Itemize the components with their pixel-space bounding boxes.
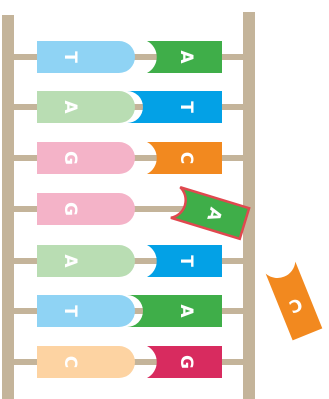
right-base-5: T bbox=[147, 245, 222, 277]
left-base-shape bbox=[37, 295, 135, 327]
left-base-shape bbox=[37, 142, 135, 174]
left-base-5: A bbox=[37, 245, 135, 277]
left-base-shape bbox=[37, 245, 135, 277]
right-base-letter: G bbox=[176, 355, 196, 369]
left-base-1: T bbox=[37, 41, 135, 73]
loose-base-2: C bbox=[266, 262, 323, 341]
left-base-3: G bbox=[37, 142, 135, 174]
left-base-letter: A bbox=[60, 254, 80, 268]
left-base-shape bbox=[37, 91, 135, 123]
left-base-letter: T bbox=[60, 305, 80, 317]
left-base-letter: G bbox=[60, 202, 80, 216]
right-rail bbox=[243, 12, 255, 399]
right-base-letter: C bbox=[176, 152, 196, 164]
right-base-7: G bbox=[147, 346, 222, 378]
left-base-shape bbox=[37, 41, 135, 73]
right-base-letter: A bbox=[176, 304, 196, 318]
right-base-3: C bbox=[147, 142, 222, 174]
right-base-letter: A bbox=[176, 50, 196, 64]
left-base-6: T bbox=[37, 295, 135, 327]
left-base-shape bbox=[37, 193, 135, 225]
loose-base-1: A bbox=[171, 187, 249, 239]
right-base-1: A bbox=[147, 41, 222, 73]
left-base-shape bbox=[37, 346, 135, 378]
left-base-letter: A bbox=[60, 100, 80, 114]
left-base-letter: T bbox=[60, 51, 80, 63]
right-base-letter: T bbox=[176, 255, 196, 267]
left-rail bbox=[2, 15, 14, 399]
left-base-2: A bbox=[37, 91, 135, 123]
left-base-7: C bbox=[37, 346, 135, 378]
left-base-4: G bbox=[37, 193, 135, 225]
left-base-letter: C bbox=[60, 356, 80, 368]
right-base-letter: T bbox=[176, 101, 196, 113]
left-base-letter: G bbox=[60, 151, 80, 165]
